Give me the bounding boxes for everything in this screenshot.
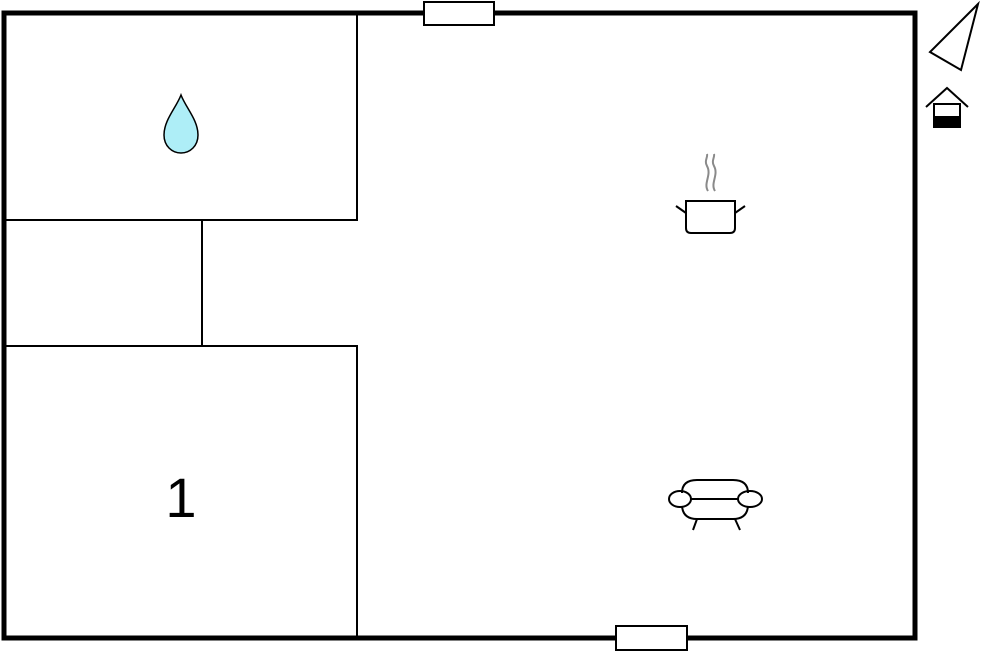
house-entrance-icon — [925, 86, 969, 128]
window-bottom — [615, 625, 688, 651]
sofa-icon — [668, 479, 763, 531]
bathroom-wall — [4, 13, 358, 221]
bedroom-wall — [4, 345, 358, 638]
room-number-label: 1 — [165, 466, 196, 529]
outer-walls — [1, 10, 918, 641]
north-arrow-icon — [928, 0, 980, 72]
cooking-pot-icon — [675, 153, 746, 234]
window-top — [423, 1, 495, 26]
water-drop-icon — [163, 92, 199, 154]
